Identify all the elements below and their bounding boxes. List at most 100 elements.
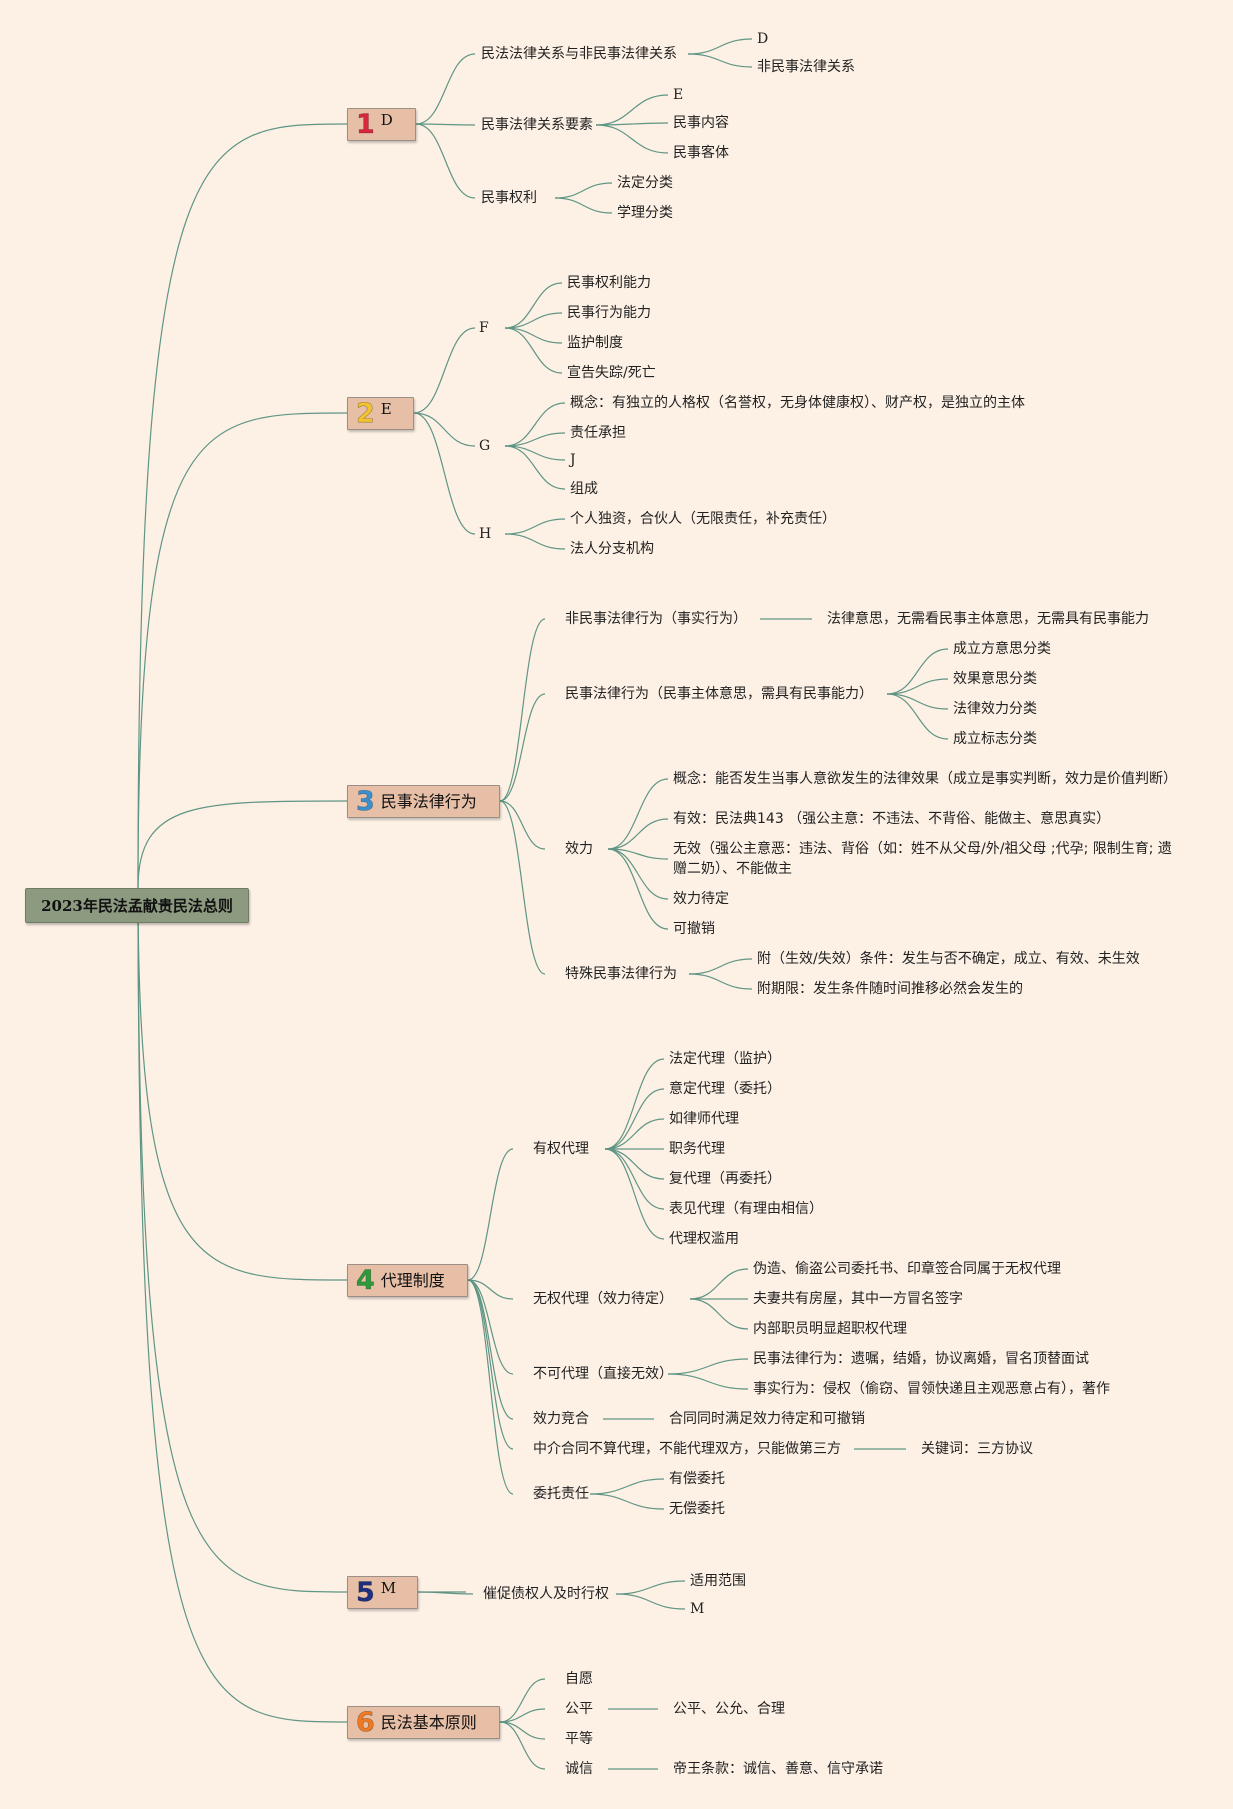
main-topic-3[interactable]: 3 民事法律行为 [347, 785, 500, 818]
connector [499, 1721, 546, 1740]
leaf-topic[interactable]: 民事法律行为：遗嘱，结婚，协议离婚，冒名顶替面试 [753, 1351, 1089, 1367]
connector [554, 182, 613, 199]
main-topic-label: 民事法律行为 [380, 792, 477, 811]
leaf-topic[interactable]: 责任承担 [570, 425, 626, 441]
leaf-topic[interactable]: 合同同时满足效力待定和可撤销 [669, 1411, 865, 1427]
leaf-topic[interactable]: 民事行为能力 [567, 305, 651, 321]
leaf-topic[interactable]: 有效：民法典143 （强公主意：不违法、不背俗、能做主、意思真实） [673, 811, 1111, 827]
subtopic[interactable]: 效力 [565, 841, 593, 857]
leaf-topic[interactable]: D [757, 31, 769, 47]
connector [499, 618, 546, 802]
leaf-topic[interactable]: 非民事法律关系 [757, 59, 855, 75]
subtopic[interactable]: 诚信 [565, 1761, 593, 1777]
leaf-topic[interactable]: 法定分类 [617, 175, 673, 191]
main-topic-label: 民法基本原则 [380, 1713, 477, 1732]
leaf-topic[interactable]: 附期限：发生条件随时间推移必然会发生的 [757, 981, 1023, 997]
connector [595, 94, 669, 126]
leaf-topic[interactable]: E [673, 87, 684, 103]
leaf-topic[interactable]: 法律效力分类 [953, 701, 1037, 717]
main-topic-6[interactable]: 6 民法基本原则 [347, 1706, 500, 1739]
main-topic-4[interactable]: 4 代理制度 [347, 1264, 468, 1297]
leaf-topic[interactable]: 伪造、偷盗公司委托书、印章签合同属于无权代理 [753, 1261, 1061, 1277]
leaf-topic[interactable]: 民事权利能力 [567, 275, 651, 291]
subtopic[interactable]: 自愿 [565, 1671, 593, 1687]
leaf-topic[interactable]: 宣告失踪/死亡 [567, 365, 656, 381]
connector [604, 1148, 665, 1210]
subtopic[interactable]: 不可代理（直接无效） [533, 1366, 673, 1382]
leaf-topic[interactable]: 无效（强公主意恶：违法、背俗（如：姓不从父母/外/祖父母 ;代孕; 限制生育; … [673, 841, 1172, 877]
connector [604, 1148, 665, 1240]
subtopic[interactable]: 民事权利 [481, 190, 537, 206]
subtopic[interactable]: 公平 [565, 1701, 593, 1717]
leaf-topic[interactable]: 附（生效/失效）条件：发生与否不确定，成立、有效、未生效 [757, 951, 1140, 967]
leaf-topic[interactable]: 法律意思，无需看民事主体意思，无需具有民事能力 [827, 611, 1149, 627]
main-topic-2[interactable]: 2 E [347, 397, 414, 430]
leaf-topic[interactable]: 可撤销 [673, 921, 715, 937]
subtopic[interactable]: 民事法律行为（民事主体意思，需具有民事能力） [565, 686, 873, 702]
leaf-topic[interactable]: 组成 [570, 481, 598, 497]
leaf-topic[interactable]: 事实行为：侵权（偷窃、冒领快递且主观恶意占有），著作 [753, 1381, 1110, 1397]
root-topic[interactable]: 2023年民法孟献贵民法总则 [25, 888, 249, 923]
leaf-topic[interactable]: 关键词：三方协议 [921, 1441, 1033, 1457]
main-topic-5[interactable]: 5 M [347, 1576, 418, 1609]
leaf-topic[interactable]: 效力待定 [673, 891, 729, 907]
leaf-topic[interactable]: 学理分类 [617, 205, 673, 221]
leaf-topic[interactable]: 适用范围 [690, 1573, 746, 1589]
subtopic[interactable]: 特殊民事法律行为 [565, 966, 677, 982]
connector [415, 53, 476, 125]
subtopic[interactable]: 效力竞合 [533, 1411, 589, 1427]
leaf-topic[interactable]: 意定代理（委托） [669, 1081, 781, 1097]
subtopic[interactable]: 民法法律关系与非民事法律关系 [481, 46, 677, 62]
subtopic[interactable]: 平等 [565, 1731, 593, 1747]
leaf-topic[interactable]: 表见代理（有理由相信） [669, 1201, 823, 1217]
subtopic[interactable]: 委托责任 [533, 1486, 589, 1502]
subtopic[interactable]: 非民事法律行为（事实行为） [565, 611, 747, 627]
leaf-topic[interactable]: 概念：能否发生当事人意欲发生的法律效果（成立是事实判断，效力是价值判断） [673, 771, 1177, 787]
leaf-topic[interactable]: 效果意思分类 [953, 671, 1037, 687]
leaf-topic[interactable]: 成立方意思分类 [953, 641, 1051, 657]
leaf-topic[interactable]: 有偿委托 [669, 1471, 725, 1487]
leaf-topic[interactable]: 职务代理 [669, 1141, 725, 1157]
subtopic[interactable]: H [479, 526, 492, 542]
leaf-topic[interactable]: 夫妻共有房屋，其中一方冒名签字 [753, 1291, 963, 1307]
subtopic[interactable]: 民事法律关系要素 [481, 117, 593, 133]
leaf-topic[interactable]: J [570, 452, 576, 468]
subtopic[interactable]: 无权代理（效力待定） [533, 1291, 673, 1307]
connector [467, 1279, 514, 1375]
leaf-topic[interactable]: 成立标志分类 [953, 731, 1037, 747]
subtopic[interactable]: 催促债权人及时行权 [483, 1586, 609, 1602]
connector [137, 887, 348, 1593]
leaf-topic[interactable]: 概念：有独立的人格权（名誉权，无身体健康权）、财产权，是独立的主体 [570, 395, 1025, 411]
leaf-topic[interactable]: 复代理（再委托） [669, 1171, 781, 1187]
leaf-topic[interactable]: 法定代理（监护） [669, 1051, 781, 1067]
leaf-topic[interactable]: 民事内容 [673, 115, 729, 131]
subtopic[interactable]: 有权代理 [533, 1141, 589, 1157]
connector [689, 1298, 749, 1330]
leaf-topic[interactable]: 内部职员明显超职权代理 [753, 1321, 907, 1337]
leaf-topic[interactable]: 监护制度 [567, 335, 623, 351]
leaf-topic[interactable]: 民事客体 [673, 145, 729, 161]
number-2-icon: 2 [356, 398, 375, 430]
subtopic[interactable]: F [479, 320, 489, 336]
leaf-topic[interactable]: 法人分支机构 [570, 541, 654, 557]
connector [504, 518, 566, 535]
leaf-topic[interactable]: 帝王条款：诚信、善意、信守承诺 [673, 1761, 883, 1777]
leaf-topic[interactable]: 无偿委托 [669, 1501, 725, 1517]
subtopic[interactable]: G [479, 438, 491, 454]
connector [687, 53, 753, 68]
number-1-icon: 1 [356, 109, 375, 141]
connector [595, 124, 669, 154]
connector [499, 1678, 546, 1723]
connector [413, 412, 476, 447]
connector [499, 1708, 546, 1723]
main-topic-1[interactable]: 1 D [347, 108, 416, 141]
connector [499, 1721, 546, 1770]
connector [604, 1088, 665, 1150]
leaf-topic[interactable]: 公平、公允、合理 [673, 1701, 785, 1717]
subtopic[interactable]: 中介合同不算代理，不能代理双方，只能做第三方 [533, 1441, 841, 1457]
leaf-topic[interactable]: 代理权滥用 [669, 1231, 739, 1247]
connector [607, 848, 669, 860]
leaf-topic[interactable]: 如律师代理 [669, 1111, 739, 1127]
leaf-topic[interactable]: M [690, 1601, 705, 1617]
leaf-topic[interactable]: 个人独资，合伙人（无限责任，补充责任） [570, 511, 836, 527]
